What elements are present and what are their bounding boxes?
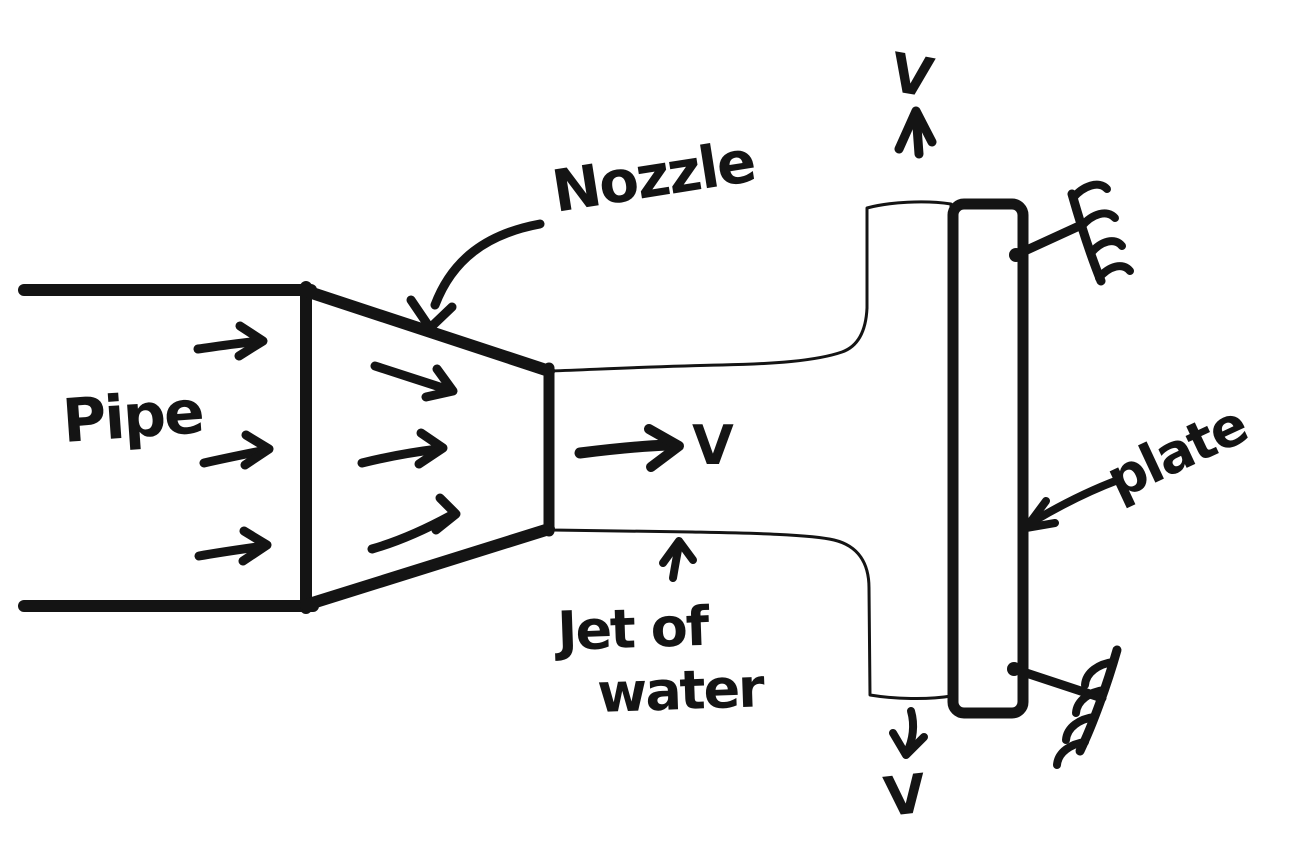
plate-support-bottom: [1007, 645, 1122, 769]
water-jet: [550, 200, 953, 701]
plate-leader-arrow: [1022, 476, 1122, 532]
plate-label: plate: [1097, 393, 1256, 512]
support-hatch-tooth: [1078, 209, 1119, 230]
pipe-flow-arrow: [194, 526, 272, 566]
nozzle-leader-arrow: [406, 219, 545, 333]
plate-leader-shaft: [1030, 476, 1122, 525]
support-hatch-tooth: [1095, 262, 1134, 282]
support-hatch-tooth: [1069, 180, 1111, 202]
support-hatch-tooth: [1062, 713, 1098, 744]
arrow-head: [234, 321, 268, 361]
plate-support-top: [1009, 180, 1134, 286]
plate-leader-head: [1022, 497, 1059, 532]
arrow-shaft: [370, 361, 451, 394]
pipe-flow-arrow: [193, 321, 268, 361]
plate: plate: [947, 180, 1256, 769]
pipe-flow-arrow: [199, 430, 274, 470]
top-direction-arrow: [894, 106, 937, 159]
support-hatch-tooth: [1053, 738, 1089, 769]
jet-caption-line2: water: [596, 656, 766, 725]
nozzle-label: Nozzle: [548, 127, 759, 226]
top-velocity-label: V: [886, 41, 938, 110]
jet-velocity-label: V: [692, 414, 734, 477]
arrow-head: [414, 428, 448, 469]
arrow-head: [240, 430, 274, 470]
nozzle-flow-arrow: [357, 428, 448, 469]
arrow-shaft: [357, 444, 443, 468]
deflected-flow-bottom: V: [881, 707, 929, 829]
jet-caption-arrow: [659, 537, 697, 582]
arrow-head: [659, 537, 697, 567]
support-hatch-spine-top: [1067, 189, 1106, 286]
arrow-head: [421, 364, 458, 402]
pipe-label: Pipe: [60, 377, 205, 457]
support-link-top: [1011, 222, 1082, 260]
arrow-head: [644, 424, 684, 472]
bottom-velocity-label: V: [881, 762, 929, 829]
arrow-head: [431, 493, 461, 535]
arrow-head: [894, 106, 937, 154]
deflected-flow-top: V: [886, 41, 938, 159]
arrow-shaft: [574, 439, 674, 459]
jet-annotations: V Jet of water: [552, 414, 766, 725]
pipe: Pipe: [18, 281, 319, 614]
jet-velocity-arrow: [574, 424, 684, 472]
bottom-direction-arrow: [889, 707, 928, 759]
nozzle-flow-arrow: [367, 493, 461, 554]
arrow-head: [889, 729, 928, 759]
jet-caption-line1: Jet of: [552, 595, 711, 663]
nozzle-flow-arrow: [370, 361, 458, 402]
nozzle-bottom-wall: [300, 523, 555, 611]
support-hatch-tooth: [1072, 686, 1108, 717]
nozzle-leader-head: [406, 295, 457, 333]
arrow-head: [238, 526, 272, 566]
support-hatch-tooth: [1081, 658, 1117, 689]
support-hatch-tooth: [1087, 237, 1126, 257]
nozzle-leader-shaft: [430, 219, 545, 310]
plate-body: [947, 198, 1029, 719]
water-jet-shape: [550, 200, 953, 701]
